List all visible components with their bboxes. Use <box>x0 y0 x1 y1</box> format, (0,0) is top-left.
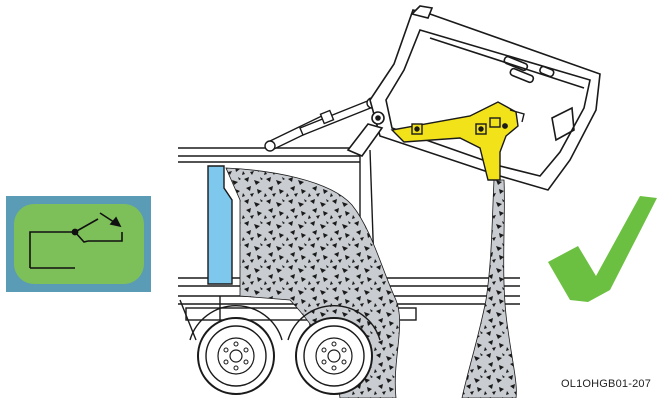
rear-wheel-right <box>296 318 372 394</box>
tipping-bucket <box>348 6 600 190</box>
reference-code: OL1OHGB01-207 <box>561 378 651 390</box>
falling-material <box>462 180 516 398</box>
rear-wheel-left <box>198 318 274 394</box>
check-mark-icon <box>548 196 657 302</box>
liquid-tank <box>208 166 232 284</box>
indicator-panel <box>6 196 151 292</box>
